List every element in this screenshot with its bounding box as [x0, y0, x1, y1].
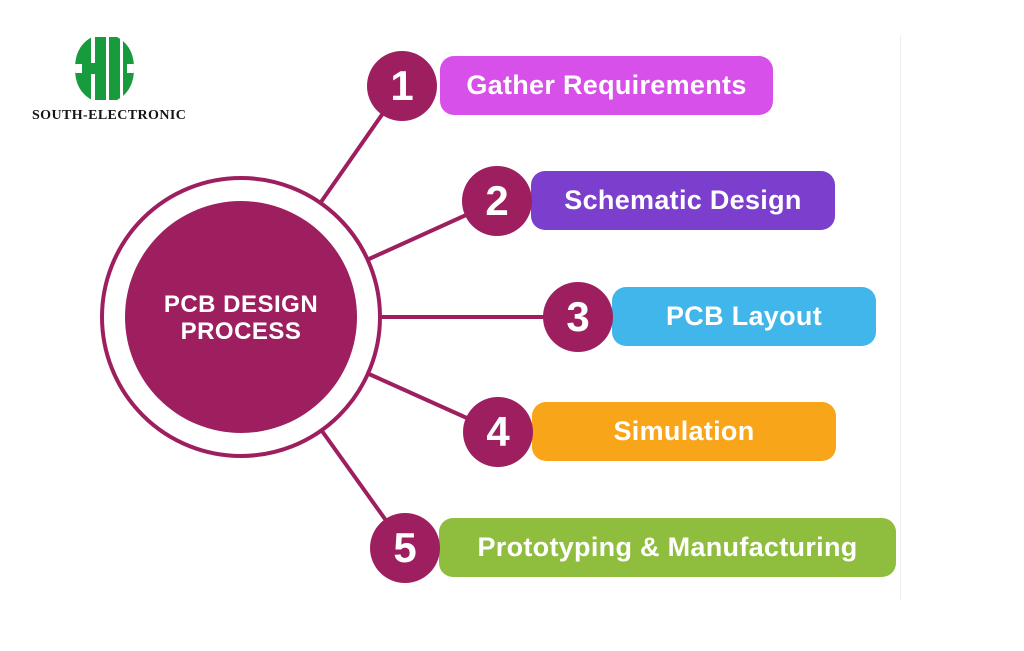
step-number: 3: [566, 293, 590, 340]
step-number: 5: [393, 524, 417, 571]
south-electronic-logo: SOUTH-ELECTRONIC: [32, 37, 187, 124]
step-bar-gather-requirements: Gather Requirements: [440, 56, 773, 115]
hh-emblem-icon: [74, 37, 134, 100]
step-number-badge-3: 3: [543, 282, 613, 352]
step-number: 1: [390, 62, 414, 109]
step-number-badge-5: 5: [370, 513, 440, 583]
hub-title-line2: PROCESS: [180, 318, 302, 345]
step-bar-simulation: Simulation: [532, 402, 836, 461]
hub-title-line1: PCB DESIGN: [163, 291, 319, 318]
step-number-badge-1: 1: [367, 51, 437, 121]
step-number: 2: [485, 177, 509, 224]
hub-title: PCB DESIGN PROCESS: [121, 291, 361, 345]
step-bar-schematic-design: Schematic Design: [531, 171, 835, 230]
step-number: 4: [486, 408, 510, 455]
step-label: Schematic Design: [564, 185, 802, 215]
step-label: PCB Layout: [665, 301, 822, 331]
step-label: Prototyping & Manufacturing: [477, 532, 858, 562]
step-number-badge-4: 4: [463, 397, 533, 467]
step-number-badge-2: 2: [462, 166, 532, 236]
hub-inner-circle: [125, 201, 357, 433]
step-label: Simulation: [613, 416, 755, 446]
step-bar-prototyping-manufacturing: Prototyping & Manufacturing: [439, 518, 896, 577]
step-label: Gather Requirements: [466, 70, 747, 100]
logo-text: SOUTH-ELECTRONIC: [32, 108, 187, 123]
canvas-edge-divider: [900, 35, 901, 600]
step-bar-pcb-layout: PCB Layout: [612, 287, 876, 346]
